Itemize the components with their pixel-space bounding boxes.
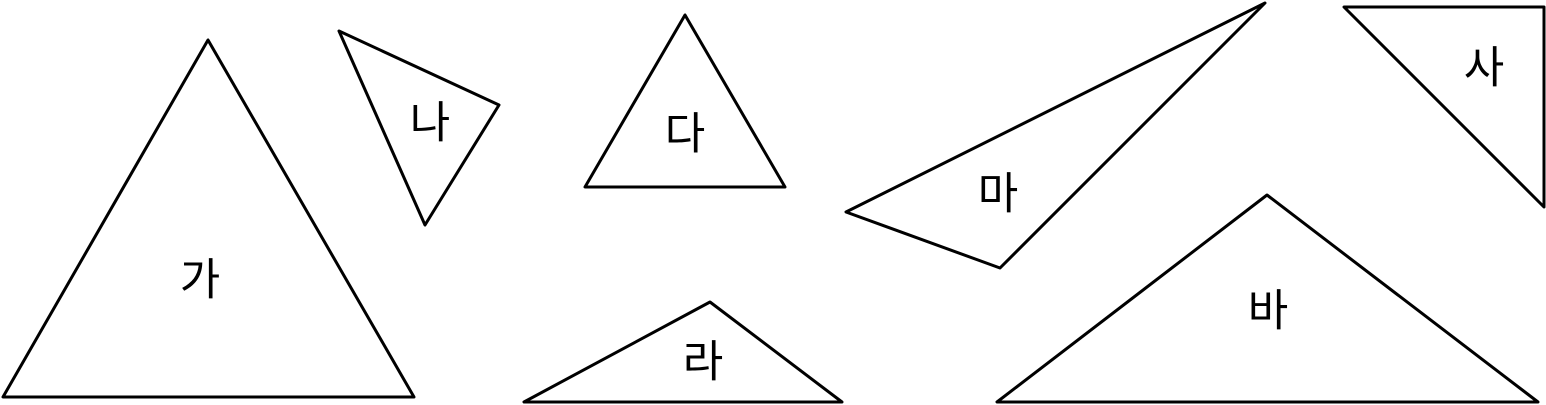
triangle-ra-outline xyxy=(522,300,844,404)
triangle-sa-label: 사 xyxy=(1464,43,1504,94)
triangle-ma: 마 xyxy=(844,1,1267,270)
triangle-ra-label: 라 xyxy=(683,337,723,388)
triangle-ga-label: 가 xyxy=(180,255,220,306)
triangle-na-outline xyxy=(337,29,501,227)
triangle-ma-outline xyxy=(844,1,1267,270)
triangle-da-outline xyxy=(583,13,787,189)
triangle-ga-outline xyxy=(1,38,416,399)
triangle-ra: 라 xyxy=(522,300,844,404)
triangle-da: 다 xyxy=(583,13,787,189)
triangle-ma-label: 마 xyxy=(978,169,1018,220)
triangle-na-label: 나 xyxy=(410,98,450,149)
triangle-ba-outline xyxy=(995,193,1540,404)
triangle-ba: 바 xyxy=(995,193,1540,404)
triangle-ga: 가 xyxy=(1,38,416,399)
triangle-na: 나 xyxy=(337,29,501,227)
triangle-ba-label: 바 xyxy=(1248,286,1288,337)
triangle-da-label: 다 xyxy=(665,109,705,160)
triangle-sa: 사 xyxy=(1342,5,1546,209)
triangle-sa-outline xyxy=(1342,5,1546,209)
